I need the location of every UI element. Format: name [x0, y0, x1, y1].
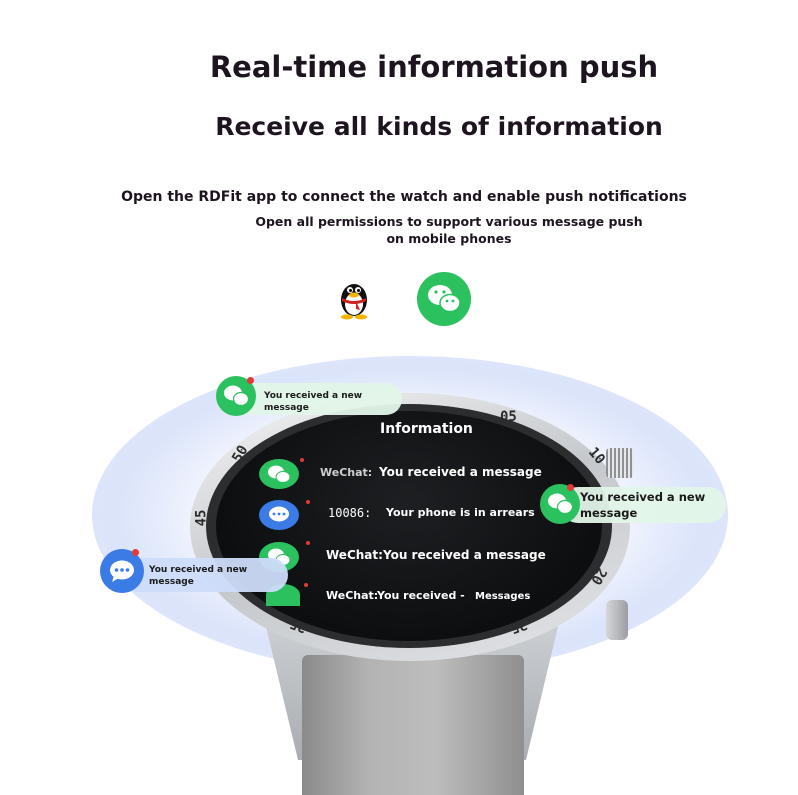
wechat-icon [540, 484, 580, 524]
unread-dot [304, 583, 308, 587]
popup-text: You received a new [149, 565, 248, 575]
watch-strap [302, 655, 524, 795]
popup-text: You received a new [264, 391, 363, 401]
unread-badge [247, 377, 254, 384]
unread-badge [132, 549, 139, 556]
bezel-number: 05 [500, 409, 517, 425]
notification-popup-bottom[interactable] [120, 558, 288, 592]
unread-badge [567, 484, 574, 491]
wechat-icon [259, 459, 299, 489]
sms-icon [259, 500, 299, 530]
popup-text-cont: message [149, 577, 194, 587]
instruction-text: Open the RDFit app to connect the watch … [121, 189, 687, 205]
headline: Real-time information push [209, 50, 659, 84]
watch-side-button[interactable] [606, 600, 628, 640]
wechat-icon [417, 272, 471, 326]
message-source: WeChat: [326, 548, 383, 562]
notification-popup-top[interactable] [236, 383, 402, 415]
message-text: You received - [377, 589, 465, 602]
unread-dot [300, 458, 304, 462]
watch-crown[interactable] [606, 448, 634, 478]
message-text: You received a message [383, 548, 546, 562]
popup-text-cont: message [264, 403, 309, 413]
unread-dot [306, 500, 310, 504]
popup-text-cont: message [580, 506, 638, 520]
message-source: 10086: [328, 506, 372, 520]
message-text: Your phone is in arrears [386, 506, 535, 519]
message-source: WeChat: [326, 589, 379, 602]
message-text: You received a message [379, 465, 542, 479]
permissions-text: Open all permissions to support various … [255, 214, 643, 229]
messages-label: Messages [475, 591, 531, 602]
bezel-number: 45 [193, 509, 210, 527]
notification-popup-right[interactable] [560, 487, 726, 523]
unread-dot [306, 541, 310, 545]
message-source: WeChat: [320, 466, 373, 479]
subheadline: Receive all kinds of information [215, 112, 663, 141]
popup-text: You received a new [580, 490, 706, 504]
permissions-text-cont: on mobile phones [386, 231, 512, 246]
qq-penguin-icon [334, 276, 374, 320]
screen-title: Information [380, 421, 473, 437]
sms-icon [100, 549, 144, 593]
